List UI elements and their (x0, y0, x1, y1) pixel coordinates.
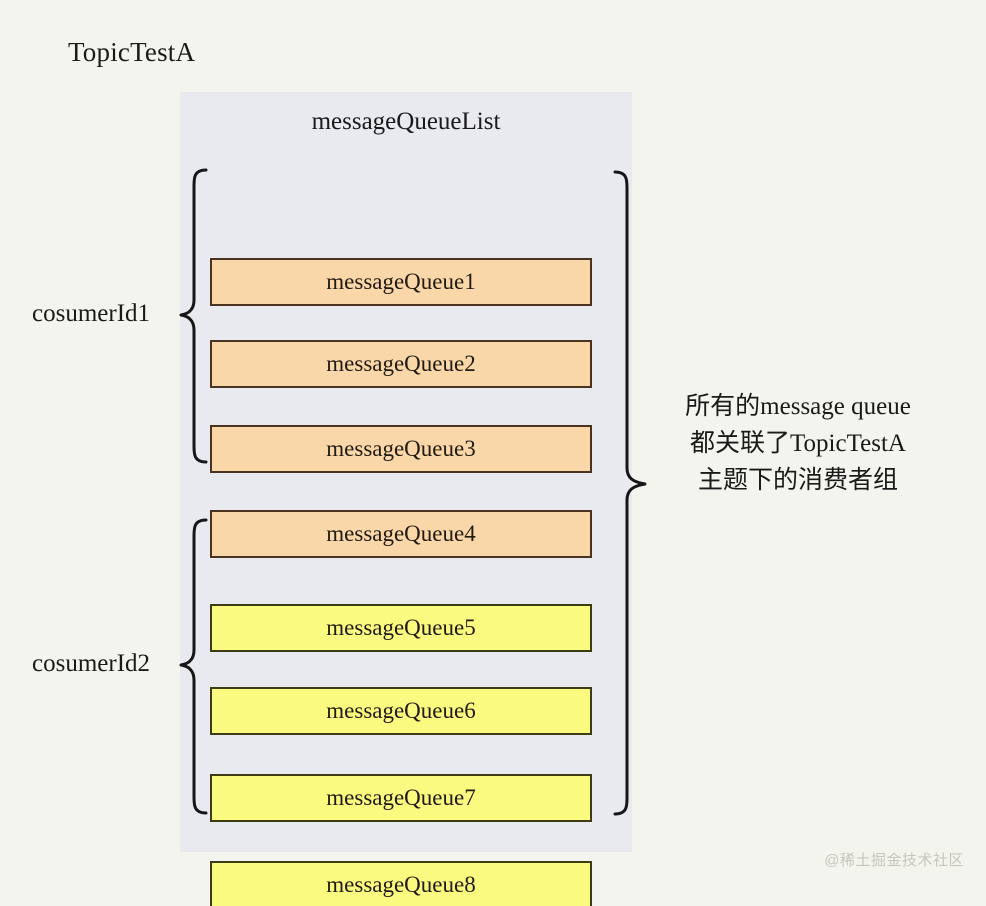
queue-box-7[interactable]: messageQueue7 (210, 774, 592, 822)
consumer-label-2: cosumerId2 (32, 650, 151, 677)
queue-box-2[interactable]: messageQueue2 (210, 340, 592, 388)
watermark: @稀土掘金技术社区 (824, 852, 964, 869)
queue-box-label: messageQueue2 (326, 351, 476, 376)
consumer-label-1: cosumerId1 (32, 300, 151, 327)
annotation-line-1: 所有的message queue (685, 393, 911, 420)
annotation-line-3: 主题下的消费者组 (697, 467, 898, 494)
queue-box-6[interactable]: messageQueue6 (210, 687, 592, 735)
queue-box-3[interactable]: messageQueue3 (210, 425, 592, 473)
annotation-line-2: 都关联了TopicTestA (690, 430, 906, 457)
queue-box-label: messageQueue4 (326, 521, 476, 546)
message-queue-list-title: messageQueueList (311, 108, 501, 135)
queue-box-1[interactable]: messageQueue1 (210, 258, 592, 306)
annotation-text: 所有的message queue 都关联了TopicTestA 主题下的消费者组 (658, 388, 938, 499)
queue-box-label: messageQueue7 (326, 785, 476, 810)
queue-box-4[interactable]: messageQueue4 (210, 510, 592, 558)
queue-box-label: messageQueue1 (326, 269, 476, 294)
queue-box-label: messageQueue6 (326, 698, 476, 723)
queue-box-label: messageQueue5 (326, 615, 476, 640)
queue-box-label: messageQueue3 (326, 436, 476, 461)
topic-title: TopicTestA (68, 37, 196, 67)
queue-box-5[interactable]: messageQueue5 (210, 604, 592, 652)
queue-box-8[interactable]: messageQueue8 (210, 861, 592, 906)
queue-box-label: messageQueue8 (326, 872, 476, 897)
message-queue-list-panel: messageQueueList messageQueue1 messageQu… (180, 92, 632, 906)
